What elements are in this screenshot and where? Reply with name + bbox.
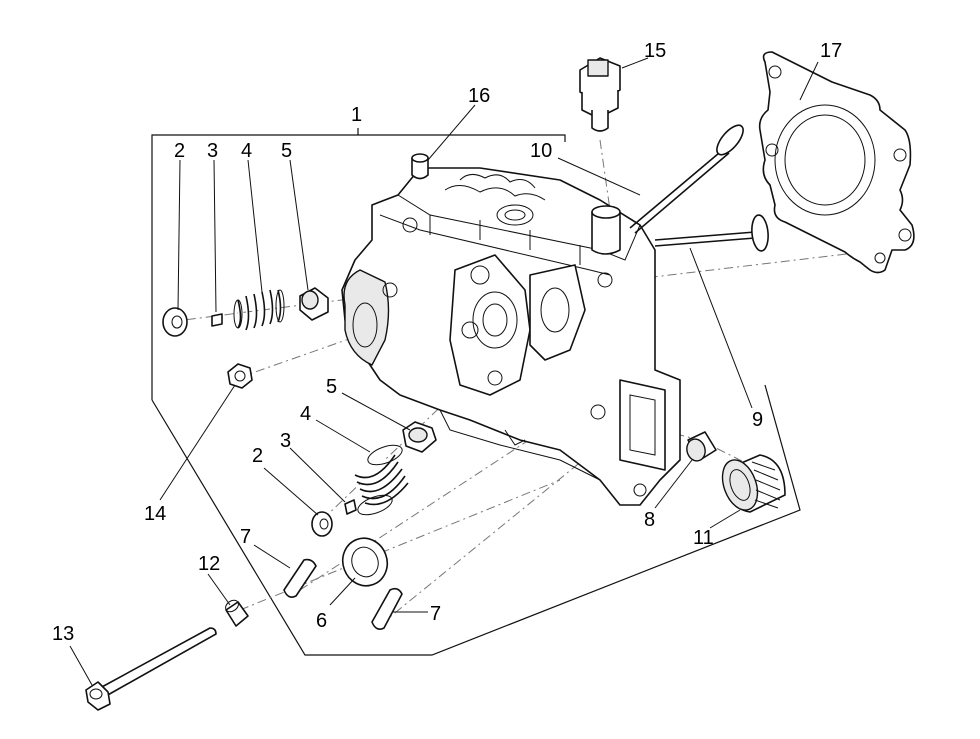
lower-valve-train (311, 421, 437, 537)
callout-17: 17 (820, 40, 842, 62)
callout-7-right: 7 (430, 603, 441, 625)
callout-14: 14 (144, 503, 166, 525)
callout-5-lower: 5 (326, 376, 337, 398)
callout-7-left: 7 (240, 526, 251, 548)
callout-8: 8 (644, 509, 655, 531)
callout-labels: 1 2 3 4 5 16 15 17 10 9 5 4 3 2 14 7 12 … (52, 40, 842, 645)
callout-12: 12 (198, 553, 220, 575)
temperature-sensor-15 (579, 57, 621, 132)
pin-7a (283, 558, 317, 598)
callout-5-upper: 5 (281, 140, 292, 162)
callout-11: 11 (693, 527, 714, 549)
bolt-13 (85, 627, 217, 711)
nut-14 (227, 363, 253, 389)
upper-valve-train (162, 287, 329, 337)
callout-3-upper: 3 (207, 140, 218, 162)
callout-10: 10 (530, 140, 552, 162)
cylinder-head (341, 167, 681, 506)
valve-10 (629, 124, 744, 234)
assembly-1-bracket (151, 128, 801, 656)
callout-16: 16 (468, 85, 490, 107)
callout-6: 6 (316, 610, 327, 632)
callout-1: 1 (351, 104, 362, 126)
needle-bearing-11 (721, 454, 786, 513)
callout-3-lower: 3 (280, 430, 291, 452)
callout-4-lower: 4 (300, 403, 311, 425)
leader-lines (69, 57, 819, 686)
callout-2-lower: 2 (252, 445, 263, 467)
head-gasket-17 (758, 51, 915, 274)
dowel-pin-16 (411, 153, 429, 180)
callout-9: 9 (752, 409, 763, 431)
valve-9 (654, 214, 769, 252)
callout-13: 13 (52, 623, 74, 645)
callout-15: 15 (644, 40, 666, 62)
spacer-12 (225, 599, 249, 627)
callout-4-upper: 4 (241, 140, 252, 162)
washer-6 (341, 537, 389, 587)
pin-7b (371, 587, 403, 630)
callout-2-upper: 2 (174, 140, 185, 162)
bearing-8 (686, 431, 717, 462)
